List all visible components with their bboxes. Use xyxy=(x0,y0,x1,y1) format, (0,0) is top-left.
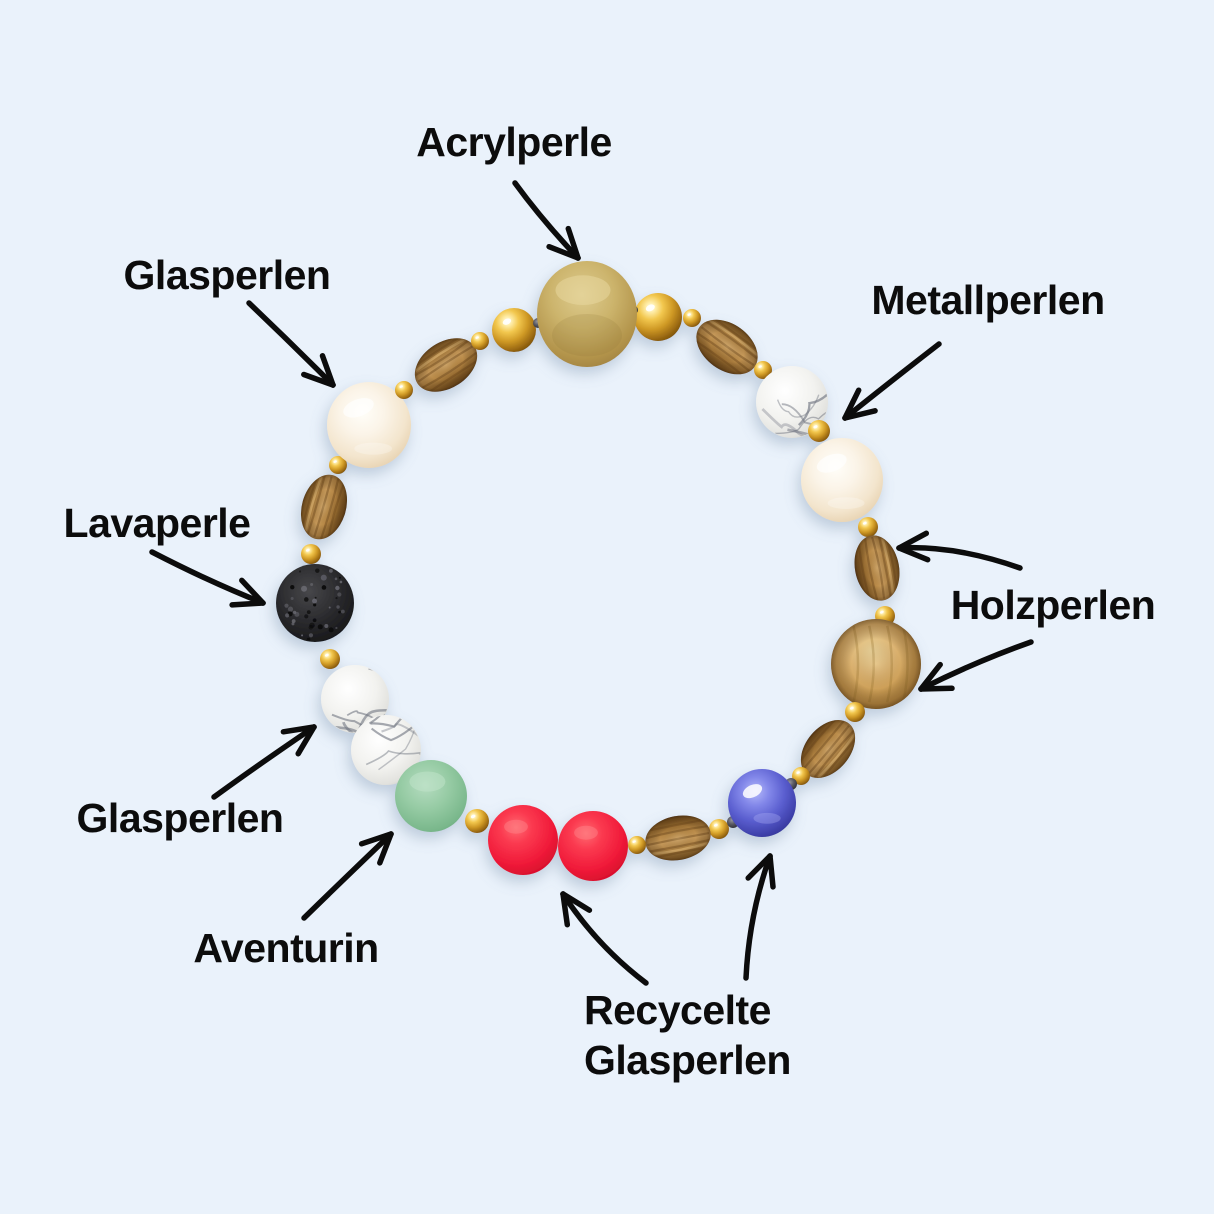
bead-holzperle xyxy=(692,314,763,378)
bead-recycelte-glasperle xyxy=(558,811,628,881)
bead-ring xyxy=(276,261,921,881)
label-metallperlen-line: Metallperlen xyxy=(871,277,1105,323)
label-holzperlen: Holzperlen xyxy=(951,580,1156,630)
bead-metallperle xyxy=(492,308,536,352)
bead-recycelte-glasperle xyxy=(728,769,796,837)
label-acrylperle-line: Acrylperle xyxy=(416,119,612,165)
bead-metallperle xyxy=(634,293,682,341)
label-recycelte-glasperlen-line: Recycelte xyxy=(584,987,771,1033)
bead-lavaperle xyxy=(276,564,354,642)
arrow-acrylperle xyxy=(512,180,581,261)
bead-metallperle xyxy=(628,836,646,854)
bead-holzperle xyxy=(299,472,348,541)
label-metallperlen: Metallperlen xyxy=(871,275,1105,325)
bead-metallperle xyxy=(471,332,489,350)
bead-holzperle xyxy=(644,815,712,861)
bead-recycelte-glasperle xyxy=(488,805,558,875)
arrow-metallperlen xyxy=(842,341,942,421)
arrow-lavaperle xyxy=(149,549,266,608)
label-aventurin: Aventurin xyxy=(193,923,379,973)
label-acrylperle: Acrylperle xyxy=(416,117,612,167)
bead-metallperle xyxy=(709,819,729,839)
arrow-glasperlen-bottom xyxy=(211,724,317,800)
bead-metallperle xyxy=(808,420,830,442)
bead-metallperle xyxy=(320,649,340,669)
bead-acrylperle xyxy=(537,261,637,367)
label-glasperlen-bottom: Glasperlen xyxy=(77,793,284,843)
bead-aventurin xyxy=(395,760,467,832)
bead-holzperle xyxy=(854,534,900,602)
arrow-recycelte-blau xyxy=(743,853,776,981)
bead-metallperle xyxy=(683,309,701,327)
bead-metallperle xyxy=(329,456,347,474)
arrow-recycelte-rot xyxy=(560,891,649,986)
bead-metallperle xyxy=(754,361,772,379)
bead-metallperle xyxy=(395,381,413,399)
label-glasperlen-top: Glasperlen xyxy=(124,250,331,300)
bead-glasperle xyxy=(327,382,411,468)
annotation-arrows xyxy=(149,180,1034,986)
bead-metallperle xyxy=(465,809,489,833)
label-recycelte-glasperlen-line: Glasperlen xyxy=(584,1037,791,1083)
arrow-holzperlen-round xyxy=(918,639,1034,692)
bead-metallperle xyxy=(301,544,321,564)
label-holzperlen-line: Holzperlen xyxy=(950,582,1156,628)
label-lavaperle: Lavaperle xyxy=(64,498,251,548)
bead-metallperle xyxy=(858,517,878,537)
label-glasperlen-bottom-line: Glasperlen xyxy=(76,795,284,841)
bead-metallperle xyxy=(845,702,865,722)
bead-holzperle xyxy=(797,715,861,784)
label-lavaperle-line: Lavaperle xyxy=(63,500,251,546)
bead-metallperle xyxy=(792,767,810,785)
arrow-aventurin xyxy=(301,831,394,921)
arrow-holzperlen-oval xyxy=(896,530,1023,571)
arrow-glasperlen-top xyxy=(246,300,336,388)
label-glasperlen-top-line: Glasperlen xyxy=(123,252,331,298)
label-aventurin-line: Aventurin xyxy=(193,925,379,971)
bead-glasperle xyxy=(801,438,883,522)
bead-holzperle xyxy=(409,333,482,395)
bead-holzperle xyxy=(831,619,921,709)
bead-glasperle xyxy=(756,366,828,438)
